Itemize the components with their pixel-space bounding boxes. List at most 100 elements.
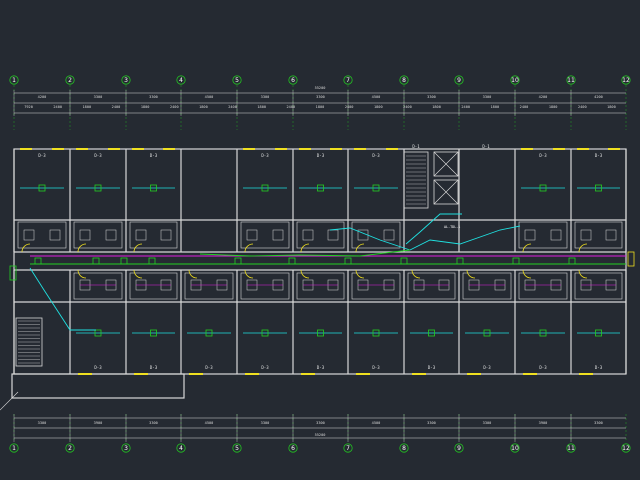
dimension-text: 1800 [432, 105, 441, 109]
dimension-text: 1800 [316, 105, 325, 109]
corridor-light [34, 257, 42, 265]
grid-axis-label: 9 [457, 77, 461, 84]
grid-axis-bubble [288, 443, 298, 453]
dimension-text: 3300 [483, 95, 492, 99]
grid-axis-label: 1 [12, 445, 16, 452]
light-fixture [38, 184, 46, 192]
grid-axis-label: 5 [235, 77, 239, 84]
bathroom-pod [129, 272, 178, 300]
grid-axis-label: 4 [179, 77, 183, 84]
dimension-text: 2400 [578, 105, 587, 109]
corridor-light [344, 257, 352, 265]
room-label: D-3 [595, 153, 603, 158]
grid-axis-bubble [566, 75, 576, 85]
bathroom-pod [129, 221, 178, 249]
dimension-lines-top: 55200 [14, 86, 626, 114]
room-label: D-3 [372, 365, 380, 370]
corridor-light [288, 257, 296, 265]
grid-axis-bubble [288, 75, 298, 85]
dimension-text: 3300 [261, 95, 270, 99]
dimension-text: 1800 [141, 105, 150, 109]
light-fixture [94, 329, 102, 337]
grid-axis-bubble [510, 443, 520, 453]
room-label: D-3 [539, 365, 547, 370]
room-label: D-3 [150, 365, 158, 370]
dimension-text: 2400 [345, 105, 354, 109]
grid-axis-bubble [9, 75, 19, 85]
overall-dimension-top: 55200 [315, 86, 326, 90]
grid-axis-bubble [121, 443, 131, 453]
stair-left [15, 317, 43, 367]
stair-label: D-1 [412, 144, 420, 149]
dimension-text: 3300 [94, 95, 103, 99]
grid-axis-label: 2 [68, 445, 72, 452]
door-swing [300, 243, 310, 253]
room-label: D-3 [317, 153, 325, 158]
grid-axis-label: 11 [567, 445, 575, 452]
grid-axis-bubble [65, 75, 75, 85]
dimension-text: 2400 [53, 105, 62, 109]
door-swing [355, 269, 365, 279]
dimension-text: 3900 [539, 421, 548, 425]
room-label: D-3 [539, 153, 547, 158]
grid-axis-bubble [621, 75, 631, 85]
grid-axis-label: 6 [291, 445, 295, 452]
grid-axis-bubble [454, 75, 464, 85]
grid-axis-label: 2 [68, 77, 72, 84]
grid-axis-bubble [399, 75, 409, 85]
door-swing [466, 269, 476, 279]
corridor-light [456, 257, 464, 265]
dimension-text: 2400 [403, 105, 412, 109]
grid-axis-bubble [343, 443, 353, 453]
dimension-text: 1800 [199, 105, 208, 109]
dimension-text: 2400 [461, 105, 470, 109]
door-swing [133, 269, 143, 279]
door-swing [355, 243, 365, 253]
grid-axis-label: 11 [567, 77, 575, 84]
light-fixture [372, 329, 380, 337]
dimension-text: 3300 [149, 421, 158, 425]
grid-axis-bubble [232, 75, 242, 85]
room-label: D-3 [372, 153, 380, 158]
door-swing [77, 269, 87, 279]
bathroom-pod [407, 272, 456, 300]
corridor-light [120, 257, 128, 265]
bathroom-pod [17, 221, 67, 249]
grid-axis-label: 12 [622, 77, 630, 84]
corridor-wiring [29, 213, 626, 331]
bathroom-pod [240, 272, 290, 300]
grid-axis-label: 10 [511, 445, 519, 452]
partition-walls [13, 149, 627, 374]
door-swing [578, 243, 588, 253]
door-swing [188, 269, 198, 279]
dimension-text: 3300 [316, 95, 325, 99]
bathroom-pod [574, 272, 623, 300]
light-fixture [150, 329, 157, 337]
bathroom-pod [351, 272, 401, 300]
light-fixture [261, 184, 269, 192]
dimension-text: 1800 [607, 105, 616, 109]
bathroom-pod [73, 221, 123, 249]
grid-axis-bubble [566, 443, 576, 453]
dimension-text: 3300 [316, 421, 325, 425]
bathroom-pod [462, 272, 512, 300]
dimension-text: 4200 [539, 95, 548, 99]
dimension-text: 1800 [257, 105, 266, 109]
room-label: D-3 [483, 365, 491, 370]
door-swing [522, 269, 532, 279]
light-fixture [539, 184, 547, 192]
grid-axis-label: 12 [622, 445, 630, 452]
light-fixture [317, 184, 324, 192]
door-swing [578, 269, 588, 279]
light-fixture [539, 329, 547, 337]
dimension-text: 3300 [38, 421, 47, 425]
stair-core: D-1 D-1 [403, 144, 490, 209]
grid-axis-label: 7 [346, 77, 350, 84]
grid-axis-bubble [510, 75, 520, 85]
grid-axis-label: 7 [346, 445, 350, 452]
light-fixture [150, 184, 157, 192]
room-label: D-3 [150, 153, 158, 158]
